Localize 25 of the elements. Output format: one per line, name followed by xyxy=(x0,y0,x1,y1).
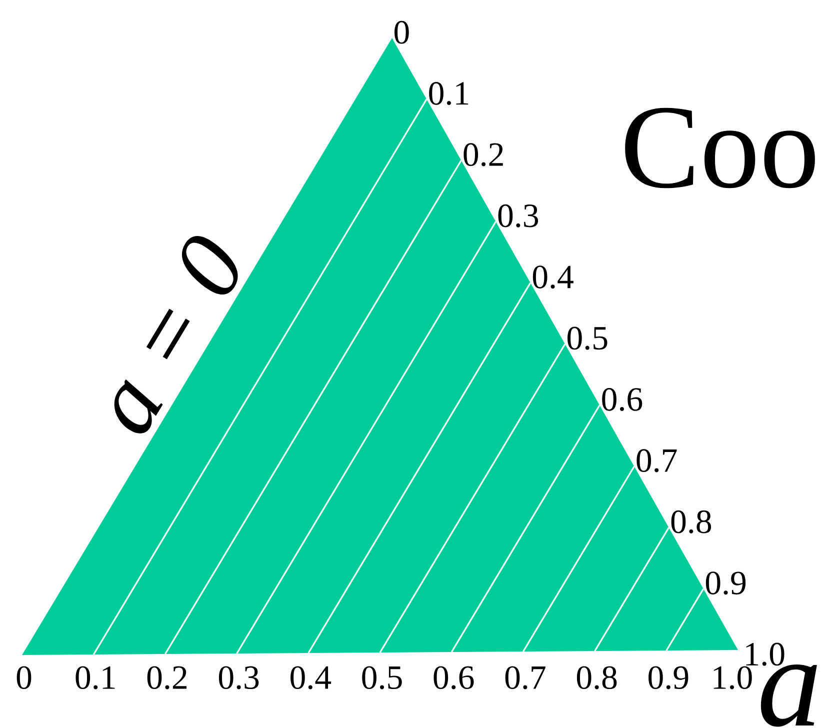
axis-label: a = 0 xyxy=(114,236,238,434)
tick-label: 0.6 xyxy=(434,666,474,690)
tick-label: 0.8 xyxy=(671,510,712,534)
axis-label: a xyxy=(760,664,817,727)
tick-label: 0 xyxy=(394,20,409,44)
tick-label: 0.4 xyxy=(532,266,574,289)
tick-label: 0.8 xyxy=(576,666,617,690)
tick-label: 1.0 xyxy=(746,642,784,666)
tick-label: 0.6 xyxy=(602,388,642,411)
tick-label: 1.0 xyxy=(714,666,752,690)
tick-label: 0.7 xyxy=(505,666,546,690)
tick-label: 0.7 xyxy=(636,449,677,472)
tick-label: 0.5 xyxy=(362,666,402,690)
tick-label: 0.2 xyxy=(147,666,186,690)
tick-label: 0.3 xyxy=(498,204,538,228)
tick-label: 0.2 xyxy=(464,143,503,166)
heading: Coo xyxy=(625,108,815,188)
tick-label: 0.9 xyxy=(706,572,746,595)
tick-label: 0.9 xyxy=(648,666,688,690)
tick-label: 0 xyxy=(16,666,32,690)
tick-label: 0.1 xyxy=(429,82,468,105)
tick-label: 0.1 xyxy=(76,666,115,690)
tick-label: 0.3 xyxy=(218,666,259,690)
tick-label: 0.4 xyxy=(290,666,332,690)
tick-label: 0.5 xyxy=(568,326,608,350)
